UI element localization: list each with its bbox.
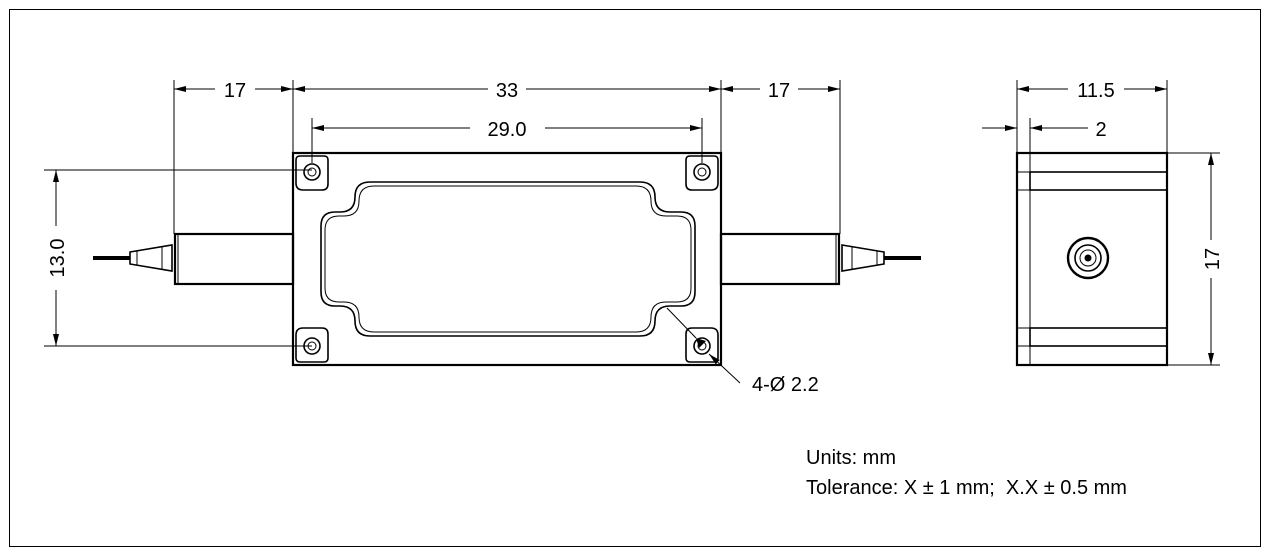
side-view xyxy=(1015,151,1169,367)
extension-lines xyxy=(44,80,841,347)
dim-hole-spacing-label: 29.0 xyxy=(488,119,527,141)
dim-side-height-label: 17 xyxy=(1202,248,1224,270)
dim-right-pigtail: 17 xyxy=(721,80,840,102)
front-view xyxy=(93,151,921,367)
mounting-hole-bottom-left xyxy=(295,327,329,363)
dim-side-width: 11.5 xyxy=(1017,80,1167,102)
mounting-hole-top-left xyxy=(295,155,329,191)
tolerance-note: Tolerance: X ± 1 mm; X.X ± 0.5 mm xyxy=(806,477,1127,499)
mounting-hole-bottom-right xyxy=(685,327,719,363)
left-boot xyxy=(129,244,173,272)
dim-hole-spacing: 29.0 xyxy=(312,119,702,141)
dim-body-length-label: 33 xyxy=(496,80,518,102)
dim-height: 13.0 xyxy=(47,170,69,346)
dim-hole-diameter-label: 4-Ø 2.2 xyxy=(752,374,819,396)
drawing-frame xyxy=(9,9,1261,547)
dim-right-pigtail-label: 17 xyxy=(768,80,790,102)
dim-height-label: 13.0 xyxy=(47,239,69,278)
dim-left-pigtail: 17 xyxy=(174,80,293,102)
module-body xyxy=(291,151,723,367)
dim-side-width-label: 11.5 xyxy=(1077,80,1114,102)
right-boot xyxy=(841,244,885,272)
right-tube xyxy=(719,232,841,286)
dim-left-pigtail-label: 17 xyxy=(224,80,246,102)
dim-hole-diameter: 4-Ø 2.2 xyxy=(666,307,819,396)
dim-side-offset: 2 xyxy=(982,119,1107,141)
dim-side-offset-label: 2 xyxy=(1095,119,1106,141)
fiber-port-end xyxy=(1066,236,1110,280)
dim-side-height: 17 xyxy=(1202,153,1224,365)
inner-pocket xyxy=(320,181,696,337)
units-note: Units: mm xyxy=(806,447,896,469)
mounting-hole-top-right xyxy=(685,155,719,191)
side-extension-lines xyxy=(1016,80,1220,366)
side-body xyxy=(1015,151,1169,367)
dim-body-length: 33 xyxy=(293,80,721,102)
left-tube xyxy=(173,232,295,286)
